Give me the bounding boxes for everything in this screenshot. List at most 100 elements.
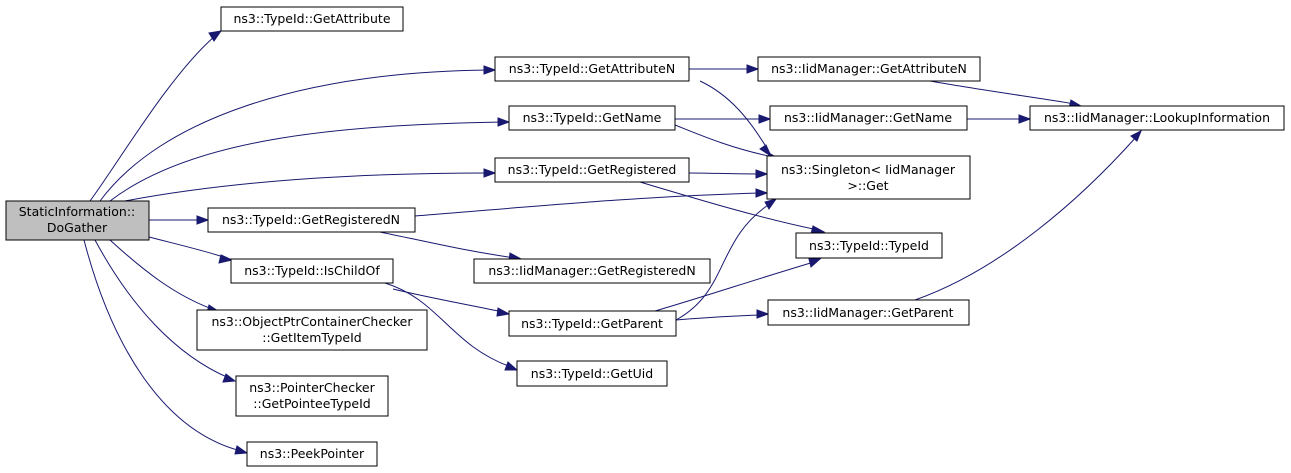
node-typeid-ctor[interactable]: ns3::TypeId::TypeId xyxy=(795,232,943,259)
arrowhead-icon xyxy=(504,361,519,371)
arrowhead-icon xyxy=(758,114,772,124)
node-getregisteredn[interactable]: ns3::TypeId::GetRegisteredN xyxy=(207,207,416,233)
edge-ischildof-to-getparent xyxy=(392,288,511,317)
arrowhead-icon xyxy=(759,144,773,158)
edge-dogather-to-getname xyxy=(109,117,511,202)
node-getregisteredn-label: ns3::TypeId::GetRegisteredN xyxy=(222,212,400,227)
arrowhead-icon xyxy=(1130,129,1142,142)
edge-getparent-to-singleton_get xyxy=(675,198,778,321)
arrowhead-icon xyxy=(746,64,760,74)
node-getattribute-label: ns3::TypeId::GetAttribute xyxy=(233,11,390,26)
edge-line xyxy=(109,121,504,202)
node-iid-getattributen[interactable]: ns3::IidManager::GetAttributeN xyxy=(757,56,981,82)
edge-line xyxy=(699,80,769,151)
node-iid-getname[interactable]: ns3::IidManager::GetName xyxy=(769,105,968,131)
arrowhead-icon xyxy=(483,168,497,178)
edge-getregistered-to-typeid_ctor xyxy=(639,181,826,235)
node-typeid-ctor-label: ns3::TypeId::TypeId xyxy=(809,238,929,253)
edge-line xyxy=(414,192,762,217)
node-singleton-get-line-1: ns3::Singleton< IidManager xyxy=(781,162,956,177)
node-getattribute[interactable]: ns3::TypeId::GetAttribute xyxy=(220,6,404,32)
node-iid-getregisteredn-label: ns3::IidManager::GetRegisteredN xyxy=(488,263,695,278)
node-objptr-getitemtypeid[interactable]: ns3::ObjectPtrContainerChecker ::GetItem… xyxy=(196,309,428,351)
node-peekpointer-label: ns3::PeekPointer xyxy=(260,446,365,461)
edge-getregisteredn-to-iid_getregisteredn xyxy=(379,231,523,262)
edge-getname-to-iid_getname xyxy=(674,114,772,124)
node-objptr-getitemtypeid-line-2: ::GetItemTypeId xyxy=(262,330,362,345)
node-getuid[interactable]: ns3::TypeId::GetUid xyxy=(516,360,668,387)
node-singleton-get[interactable]: ns3::Singleton< IidManager >::Get xyxy=(766,155,971,200)
arrowhead-icon xyxy=(1018,114,1032,124)
node-getattributen[interactable]: ns3::TypeId::GetAttributeN xyxy=(494,56,690,82)
arrowhead-icon xyxy=(208,30,223,42)
arrowhead-icon xyxy=(808,258,822,268)
edge-line xyxy=(124,172,490,202)
edge-line xyxy=(99,69,490,202)
arrowhead-icon xyxy=(196,215,210,225)
edge-line xyxy=(675,314,763,321)
node-getuid-label: ns3::TypeId::GetUid xyxy=(531,366,653,381)
edge-line xyxy=(674,124,774,158)
edge-dogather-to-ischildof xyxy=(148,236,234,264)
arrowhead-icon xyxy=(497,117,511,127)
edge-line xyxy=(914,135,1138,301)
node-objptr-getitemtypeid-line-1: ns3::ObjectPtrContainerChecker xyxy=(211,314,413,329)
edge-getattributen-to-iid_getattributen xyxy=(689,64,760,74)
node-getname[interactable]: ns3::TypeId::GetName xyxy=(508,105,676,131)
edge-line xyxy=(392,288,504,313)
edge-getregisteredn-to-singleton_get xyxy=(414,188,769,217)
arrowhead-icon xyxy=(756,309,770,319)
edge-dogather-to-getattributen xyxy=(99,65,497,202)
edge-getregistered-to-singleton_get xyxy=(688,169,769,179)
node-iid-getregisteredn[interactable]: ns3::IidManager::GetRegisteredN xyxy=(473,258,711,284)
node-ischildof[interactable]: ns3::TypeId::IsChildOf xyxy=(230,258,394,284)
edge-line xyxy=(109,239,213,310)
node-singleton-get-line-2: >::Get xyxy=(847,178,888,193)
arrowhead-icon xyxy=(218,254,234,264)
edge-dogather-to-peekpointer xyxy=(83,239,249,455)
edge-dogather-to-getregistered xyxy=(124,168,497,202)
arrowhead-icon xyxy=(483,65,497,75)
node-getparent-label: ns3::TypeId::GetParent xyxy=(521,316,663,331)
node-iid-getparent[interactable]: ns3::IidManager::GetParent xyxy=(767,299,970,326)
edge-line xyxy=(654,261,815,312)
node-dogather-line-1: StaticInformation:: xyxy=(19,204,136,219)
edge-dogather-to-getregisteredn xyxy=(149,215,210,225)
node-getparent[interactable]: ns3::TypeId::GetParent xyxy=(508,310,677,337)
node-getname-label: ns3::TypeId::GetName xyxy=(523,110,662,125)
node-lookupinformation-label: ns3::IidManager::LookupInformation xyxy=(1044,110,1270,125)
node-getregistered[interactable]: ns3::TypeId::GetRegistered xyxy=(494,157,690,183)
edges-layer xyxy=(83,30,1142,455)
edge-getparent-to-iid_getparent xyxy=(675,309,770,321)
arrowhead-icon xyxy=(755,188,769,198)
edge-dogather-to-pointer_getpointee xyxy=(94,239,237,383)
arrowhead-icon xyxy=(234,445,249,455)
arrowhead-icon xyxy=(764,198,778,210)
node-iid-getattributen-label: ns3::IidManager::GetAttributeN xyxy=(771,61,967,76)
node-lookupinformation[interactable]: ns3::IidManager::LookupInformation xyxy=(1029,105,1285,131)
node-pointer-getpointee-line-1: ns3::PointerChecker xyxy=(249,380,375,395)
edge-line xyxy=(83,239,242,452)
edge-dogather-to-getattribute xyxy=(89,30,223,202)
node-pointer-getpointee[interactable]: ns3::PointerChecker ::GetPointeeTypeId xyxy=(235,375,389,417)
edge-line xyxy=(384,282,512,368)
edge-iid_getname-to-lookupinformation xyxy=(966,114,1032,124)
node-peekpointer[interactable]: ns3::PeekPointer xyxy=(246,441,378,467)
edge-line xyxy=(688,172,762,175)
edge-line xyxy=(929,80,1076,105)
edge-getparent-to-typeid_ctor xyxy=(654,258,822,312)
arrowhead-icon xyxy=(755,169,769,179)
edge-line xyxy=(379,231,516,259)
edge-line xyxy=(94,239,230,379)
node-iid-getparent-label: ns3::IidManager::GetParent xyxy=(782,305,953,320)
edge-iid_getparent-to-lookupinformation xyxy=(914,129,1142,301)
edge-line xyxy=(148,236,227,259)
node-dogather[interactable]: StaticInformation:: DoGather xyxy=(5,200,150,241)
edge-line xyxy=(675,202,772,321)
arrowhead-icon xyxy=(222,373,237,383)
arrowhead-icon xyxy=(496,307,511,317)
edge-line xyxy=(89,35,216,202)
node-pointer-getpointee-line-2: ::GetPointeeTypeId xyxy=(253,396,370,411)
edge-ischildof-to-getuid xyxy=(384,282,519,371)
